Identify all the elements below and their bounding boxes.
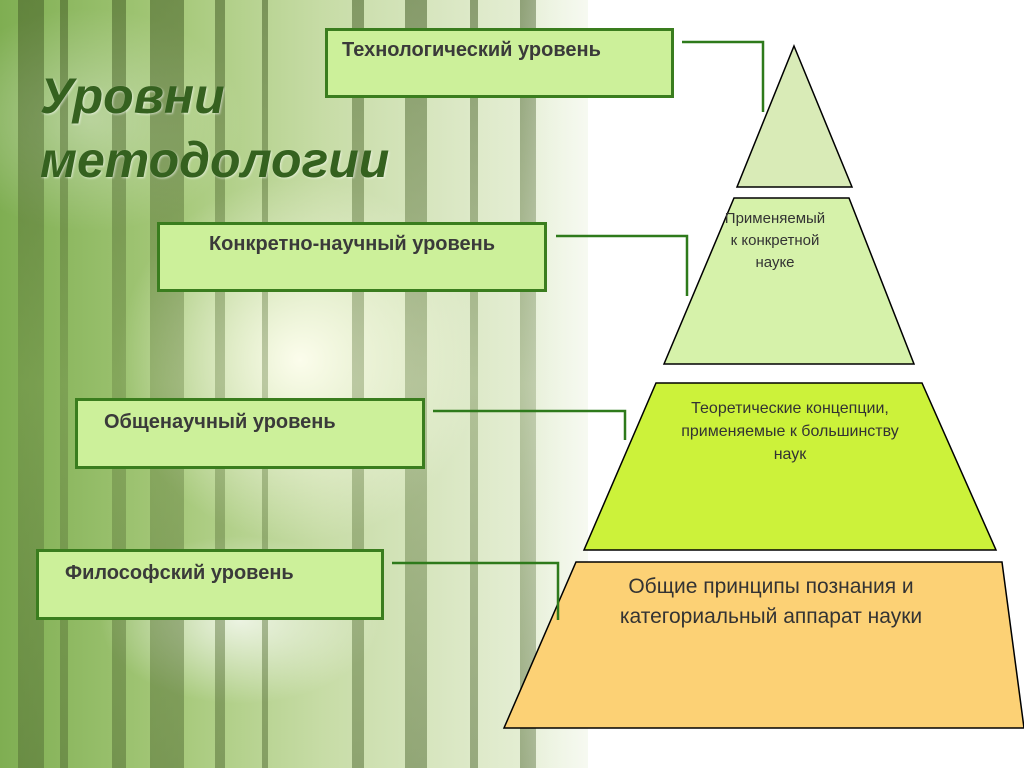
pyramid-tier-1 [735, 44, 854, 188]
connector-technological [682, 40, 765, 112]
tier-2-text: Применяемый к конкретной науке [724, 210, 826, 271]
philosophical-level-box: Философский уровень [36, 549, 384, 620]
technological-level-label: Технологический уровень [342, 39, 601, 61]
forest-background [0, 0, 588, 768]
connector-general-scientific [433, 409, 627, 440]
general-scientific-level-box: Общенаучный уровень [75, 398, 425, 469]
pyramid-tier-4 [502, 561, 1024, 729]
title-line-2: методологии [40, 132, 390, 188]
tier-3-text: Теоретические концепции, применяемые к б… [681, 400, 899, 463]
pyramid-tier-2 [662, 197, 916, 365]
concrete-scientific-level-box: Конкретно-научный уровень [157, 222, 547, 292]
tier-4-text: Общие принципы познания и категориальный… [619, 575, 923, 628]
slide-title: Уровни методологии [40, 64, 389, 192]
connector-concrete-scientific [556, 234, 689, 296]
pyramid-tier-3 [582, 382, 998, 551]
philosophical-level-label: Философский уровень [65, 562, 294, 584]
concrete-scientific-level-label: Конкретно-научный уровень [208, 233, 496, 255]
technological-level-box: Технологический уровень [325, 28, 674, 98]
general-scientific-level-label: Общенаучный уровень [104, 411, 336, 433]
title-line-1: Уровни [40, 68, 225, 124]
connector-philosophical [392, 561, 560, 620]
